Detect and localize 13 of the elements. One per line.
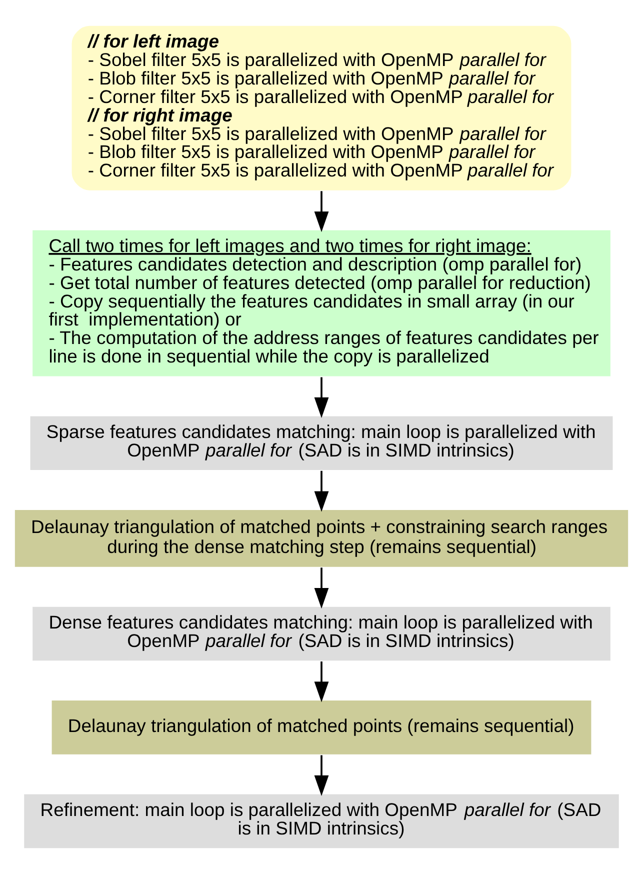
node-box: Refinement: main loop is parallelized with OpenMP parallel for (SAD is in SIMD intrinsics) <box>22 792 620 850</box>
node-box: Delaunay triangulation of matched points + constraining search ranges during the dense matching step (remains sequential) <box>13 508 630 568</box>
arrow <box>314 567 329 608</box>
node-box: Delaunay triangulation of matched points (remains sequential) <box>50 698 593 756</box>
arrow <box>314 754 329 796</box>
node-box: Dense features candidates matching: main loop is parallelized with OpenMP parallel for (SAD is in SIMD intrinsics) <box>31 604 612 662</box>
node-box: Sparse features candidates matching: main loop is parallelized with OpenMP parallel for (SAD is in SIMD intrinsics) <box>28 414 614 472</box>
arrow <box>314 190 329 232</box>
node-box: Call two times for left images and two times for right image: - Features candidates detection and description (omp parallel for) - Get total number of features detected (omp parallel for reduction) - Copy sequentially the features candidates in small array (in our first implementation) or - The computation of the address ranges of features candidates per line is done in sequential while the copy is parallelized <box>31 228 612 378</box>
arrow <box>314 660 329 702</box>
arrow <box>314 376 329 418</box>
node-box: // for left image - Sobel filter 5x5 is parallelized with OpenMP parallel for - Blob filter 5x5 is parallelized with OpenMP parallel for - Corner filter 5x5 is parallelized with OpenMP parallel for // for right image - Sobel filter 5x5 is parallelized with OpenMP parallel for - Blob filter 5x5 is parallelized with OpenMP parallel for - Corner filter 5x5 is parallelized with OpenMP parallel for <box>70 24 573 192</box>
arrow <box>314 470 329 512</box>
